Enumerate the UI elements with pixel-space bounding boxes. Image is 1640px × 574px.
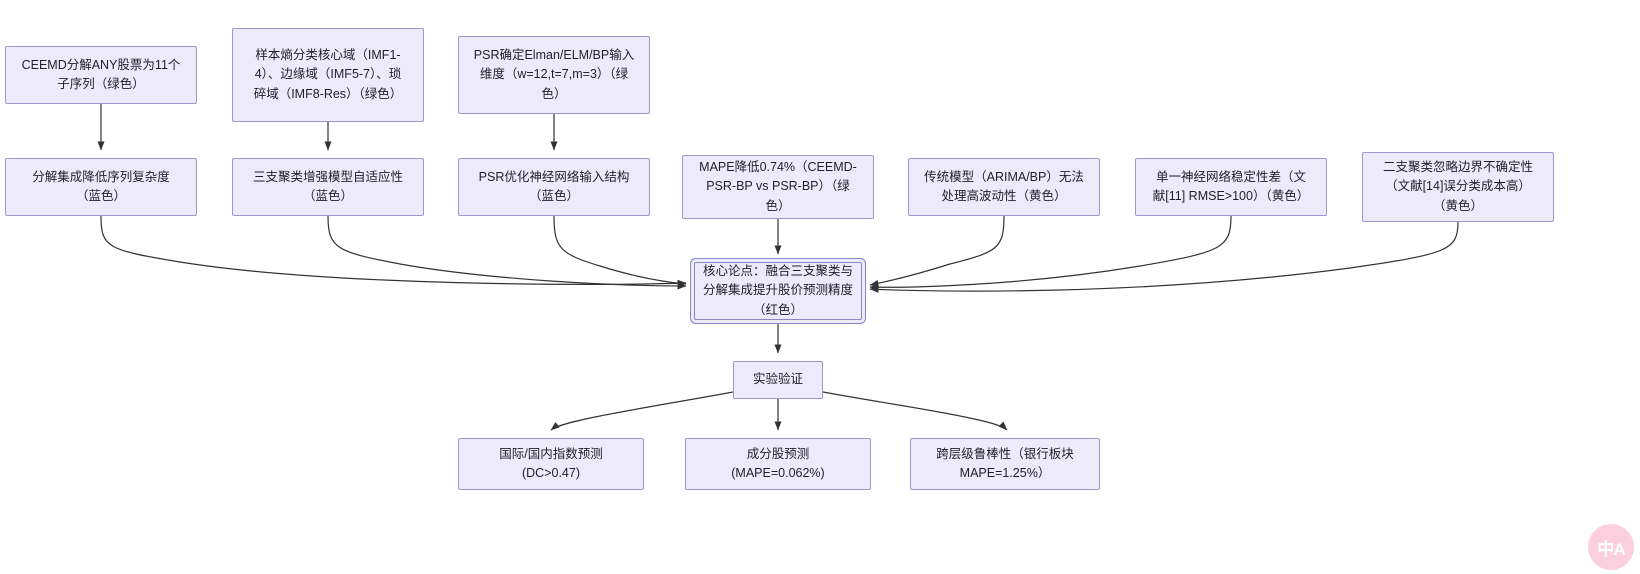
edge-n8-to-n11 <box>869 215 1005 287</box>
watermark-text: 中A <box>1597 539 1625 559</box>
node-n14[interactable]: 成分股预测 (MAPE=0.062%) <box>685 438 871 490</box>
node-label-n13: 国际/国内指数预测 (DC>0.47) <box>499 446 603 480</box>
node-n1[interactable]: CEEMD分解ANY股票为11个 子序列（绿色） <box>5 46 197 104</box>
node-label-n9: 单一神经网络稳定性差（文 献[11] RMSE>100）（黄色） <box>1152 169 1310 203</box>
node-n3[interactable]: PSR确定Elman/ELM/BP输入 维度（w=12,t=7,m=3）（绿 色… <box>458 36 650 114</box>
edge-n4-to-n11 <box>100 215 687 287</box>
node-label-n6: PSR优化神经网络输入结构 （蓝色） <box>478 169 630 203</box>
node-n9[interactable]: 单一神经网络稳定性差（文 献[11] RMSE>100）（黄色） <box>1135 158 1327 216</box>
node-n11[interactable]: 核心论点：融合三支聚类与 分解集成提升股价预测精度 （红色） <box>694 262 862 320</box>
edge-n12-to-n13 <box>550 391 734 431</box>
node-n15[interactable]: 跨层级鲁棒性（银行板块 MAPE=1.25%） <box>910 438 1100 490</box>
node-label-n5: 三支聚类增强模型自适应性 （蓝色） <box>252 169 403 203</box>
node-n7[interactable]: MAPE降低0.74%（CEEMD- PSR-BP vs PSR-BP）（绿 色… <box>682 155 874 219</box>
edge-n10-to-n11 <box>869 221 1459 293</box>
node-n12[interactable]: 实验验证 <box>733 361 823 399</box>
node-label-n11: 核心论点：融合三支聚类与 分解集成提升股价预测精度 （红色） <box>703 263 854 317</box>
node-n5[interactable]: 三支聚类增强模型自适应性 （蓝色） <box>232 158 424 216</box>
node-n8[interactable]: 传统模型（ARIMA/BP）无法 处理高波动性（黄色） <box>908 158 1100 216</box>
edge-n6-to-n11 <box>553 215 687 287</box>
node-label-n4: 分解集成降低序列复杂度 （蓝色） <box>32 169 170 203</box>
watermark-badge: 中A <box>1588 524 1634 570</box>
node-n6[interactable]: PSR优化神经网络输入结构 （蓝色） <box>458 158 650 216</box>
node-n10[interactable]: 二支聚类忽略边界不确定性 （文献[14]误分类成本高） （黄色） <box>1362 152 1554 222</box>
node-n13[interactable]: 国际/国内指数预测 (DC>0.47) <box>458 438 644 490</box>
node-label-n7: MAPE降低0.74%（CEEMD- PSR-BP vs PSR-BP）（绿 色… <box>699 159 857 213</box>
edge-n5-to-n11 <box>327 215 687 290</box>
edge-n12-to-n15 <box>822 391 1008 431</box>
node-label-n8: 传统模型（ARIMA/BP）无法 处理高波动性（黄色） <box>924 169 1084 203</box>
node-label-n1: CEEMD分解ANY股票为11个 子序列（绿色） <box>21 57 181 91</box>
node-label-n10: 二支聚类忽略边界不确定性 （文献[14]误分类成本高） （黄色） <box>1382 159 1533 213</box>
node-label-n12: 实验验证 <box>752 372 803 387</box>
node-label-n14: 成分股预测 (MAPE=0.062%) <box>731 446 825 480</box>
node-n2[interactable]: 样本熵分类核心域（IMF1- 4）、边缘域（IMF5-7）、琐 碎域（IMF8-… <box>232 28 424 122</box>
node-label-n15: 跨层级鲁棒性（银行板块 MAPE=1.25%） <box>936 446 1074 480</box>
node-label-n3: PSR确定Elman/ELM/BP输入 维度（w=12,t=7,m=3）（绿 色… <box>473 47 635 101</box>
node-n4[interactable]: 分解集成降低序列复杂度 （蓝色） <box>5 158 197 216</box>
edge-n9-to-n11 <box>869 215 1232 291</box>
node-label-n2: 样本熵分类核心域（IMF1- 4）、边缘域（IMF5-7）、琐 碎域（IMF8-… <box>253 47 403 101</box>
